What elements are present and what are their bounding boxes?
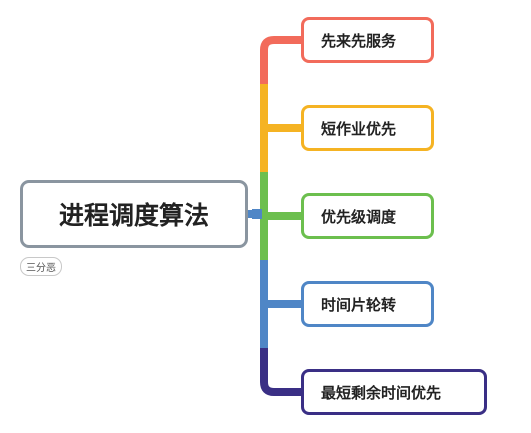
- child-label: 先来先服务: [321, 31, 397, 50]
- root-label: 进程调度算法: [58, 201, 209, 230]
- child-node-srtf[interactable]: 最短剩余时间优先: [301, 369, 487, 415]
- child-node-priority[interactable]: 优先级调度: [301, 193, 434, 239]
- root-node[interactable]: 进程调度算法: [20, 180, 248, 248]
- child-label: 短作业优先: [321, 119, 397, 138]
- child-node-sjf[interactable]: 短作业优先: [301, 105, 434, 151]
- child-label: 最短剩余时间优先: [321, 383, 442, 402]
- author-tag: 三分恶: [20, 257, 62, 276]
- branch-connector: [260, 348, 301, 396]
- branch-connector: [260, 84, 301, 172]
- child-label: 时间片轮转: [321, 295, 397, 314]
- child-label: 优先级调度: [321, 207, 397, 226]
- root-joint: [252, 209, 262, 219]
- author-tag-label: 三分恶: [26, 263, 56, 274]
- child-node-fcfs[interactable]: 先来先服务: [301, 17, 434, 63]
- child-node-round-robin[interactable]: 时间片轮转: [301, 281, 434, 327]
- branch-connector: [260, 36, 301, 84]
- branch-connector: [260, 172, 301, 260]
- branch-connector: [260, 260, 301, 348]
